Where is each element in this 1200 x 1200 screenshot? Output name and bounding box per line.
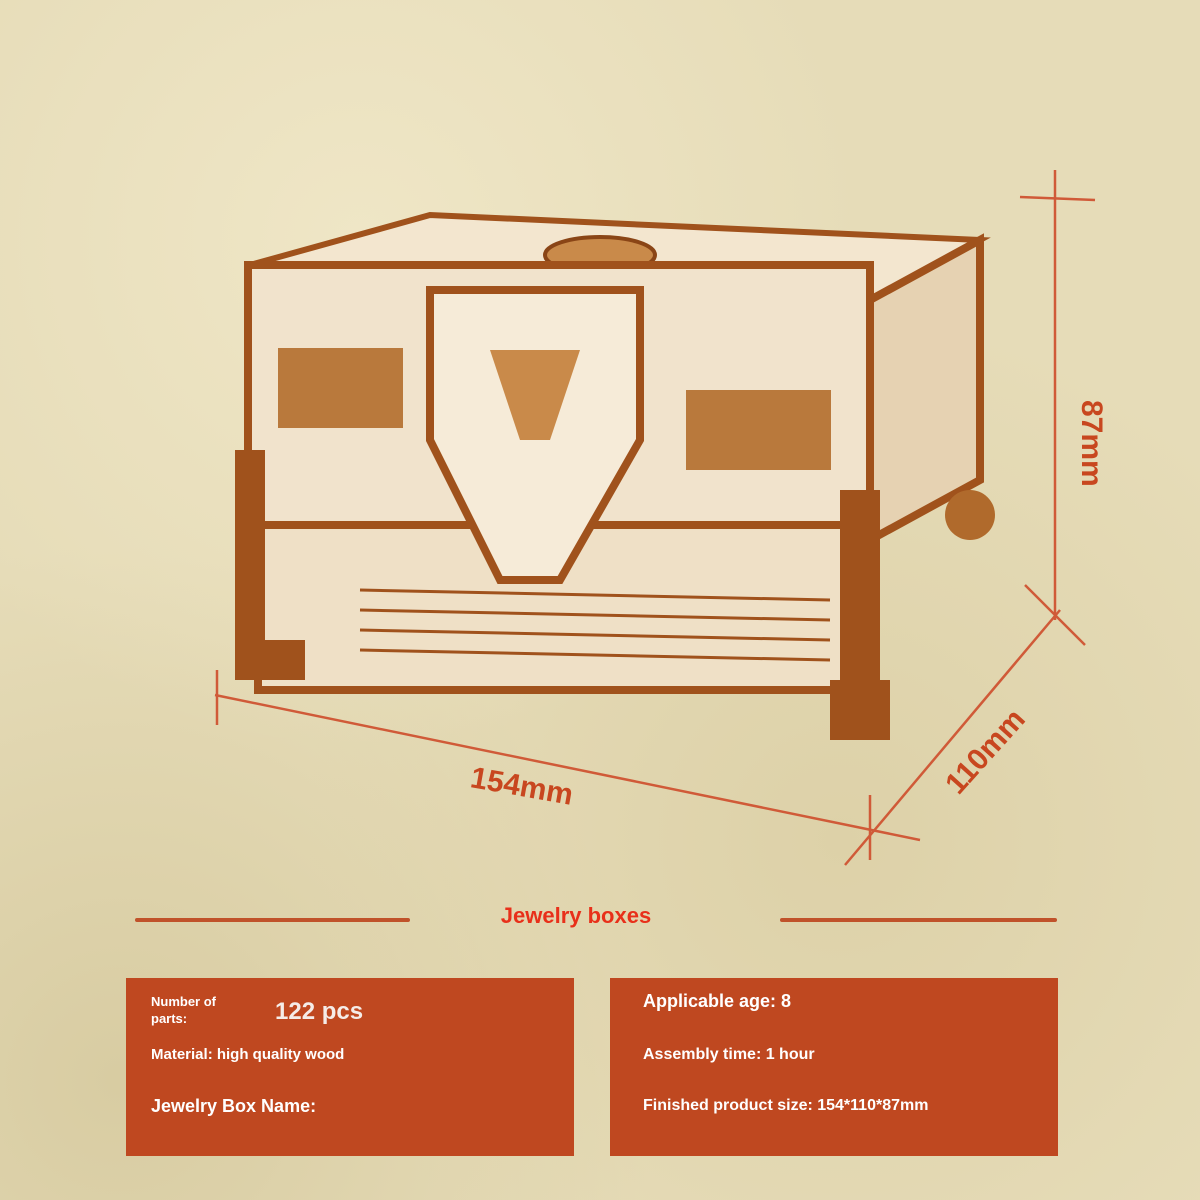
assembly-text: Assembly time: 1 hour (643, 1046, 815, 1063)
specs-panel-right: Applicable age: 8 Assembly time: 1 hour … (610, 978, 1058, 1156)
parts-value: 122 pcs (275, 998, 364, 1025)
name-label: Jewelry Box Name: (151, 1096, 317, 1116)
parts-label: Number of parts: (151, 994, 216, 1026)
section-title: Jewelry boxes (500, 903, 652, 928)
specs-panel-left: Number of parts: 122 pcs Material: high … (126, 978, 574, 1156)
height-dimension-label: 87mm (1075, 400, 1108, 487)
title-rule-left (135, 918, 410, 922)
jewelry-box (235, 211, 995, 740)
title-rule-right (780, 918, 1057, 922)
dimension-lines (214, 170, 1096, 866)
material-text: Material: high quality wood (151, 1046, 345, 1063)
jewelry-box-illustration (214, 170, 1096, 866)
age-text: Applicable age: 8 (643, 991, 792, 1011)
size-text: Finished product size: 154*110*87mm (643, 1097, 929, 1114)
